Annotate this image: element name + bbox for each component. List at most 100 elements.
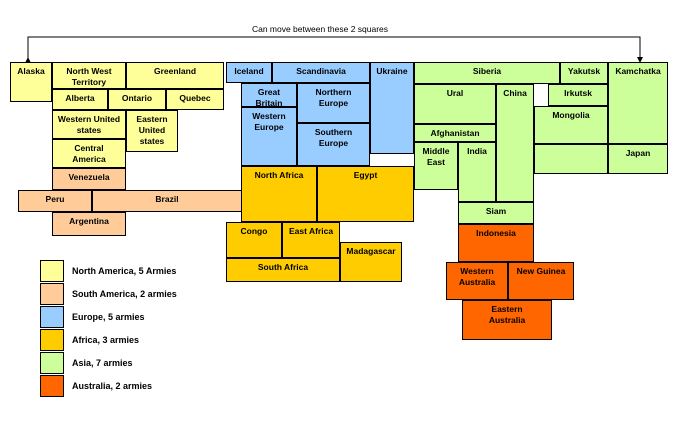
territory-irkutsk[interactable]: Irkutsk (548, 84, 608, 106)
legend-item: Australia, 2 armies (40, 375, 280, 397)
legend-item: South America, 2 armies (40, 283, 280, 305)
territory-venezuela[interactable]: Venezuela (52, 168, 126, 190)
territory-label: India (467, 146, 487, 156)
territory-brazil[interactable]: Brazil (92, 190, 242, 212)
territory-indonesia[interactable]: Indonesia (458, 224, 534, 262)
legend-label: Australia, 2 armies (72, 381, 153, 391)
territory-ontario[interactable]: Ontario (108, 89, 166, 110)
wrap-note: Can move between these 2 squares (251, 24, 389, 34)
territory-eastern-united-states[interactable]: Eastern United states (126, 110, 178, 152)
legend-swatch (40, 283, 64, 305)
territory-south-africa[interactable]: South Africa (226, 258, 340, 282)
legend-swatch (40, 352, 64, 374)
territory-label: Congo (240, 226, 268, 236)
legend-swatch (40, 375, 64, 397)
territory-label: Yakutsk (567, 66, 601, 76)
territory-iceland[interactable]: Iceland (226, 62, 272, 83)
territory-label: Japan (625, 148, 651, 158)
territory-label: Irkutsk (564, 88, 592, 98)
territory-label: Alberta (65, 93, 95, 103)
territory-label: Venezuela (68, 172, 110, 182)
territory-label: Northern Europe (315, 87, 352, 108)
territory-northwest-territory[interactable]: North West Territory (52, 62, 126, 89)
territory-middle-east[interactable]: Middle East (414, 142, 458, 190)
territory-mongolia-east (534, 144, 608, 174)
territory-label: Middle East (422, 146, 450, 167)
territory-label: Siam (485, 206, 507, 216)
legend-label: North America, 5 Armies (72, 266, 177, 276)
wrap-arrow (25, 36, 643, 63)
territory-east-africa[interactable]: East Africa (282, 222, 340, 258)
legend-item: North America, 5 Armies (40, 260, 280, 282)
territory-label: Ontario (121, 93, 153, 103)
territory-peru[interactable]: Peru (18, 190, 92, 212)
territory-label: Iceland (234, 66, 264, 76)
territory-china[interactable]: China (496, 84, 534, 202)
territory-egypt[interactable]: Egypt (317, 166, 414, 222)
territory-label: Mongolia (552, 110, 590, 120)
territory-great-britain[interactable]: Great Britain (241, 83, 297, 108)
territory-quebec[interactable]: Quebec (166, 89, 224, 110)
territory-greenland[interactable]: Greenland (126, 62, 224, 89)
legend-item: Asia, 7 armies (40, 352, 280, 374)
territory-label: Ukraine (376, 66, 408, 76)
territory-southern-europe[interactable]: Southern Europe (297, 123, 370, 166)
territory-label: Eastern Australia (488, 304, 526, 325)
legend-swatch (40, 260, 64, 282)
territory-label: Western Europe (252, 111, 286, 132)
legend-label: South America, 2 armies (72, 289, 177, 299)
territory-northern-europe[interactable]: Northern Europe (297, 83, 370, 123)
legend-swatch (40, 306, 64, 328)
territory-japan[interactable]: Japan (608, 144, 668, 174)
territory-yakutsk[interactable]: Yakutsk (560, 62, 608, 84)
territory-kamchatka[interactable]: Kamchatka (608, 62, 668, 144)
territory-ukraine[interactable]: Ukraine (370, 62, 414, 154)
territory-label: Ural (446, 88, 464, 98)
territory-label: Quebec (179, 93, 211, 103)
territory-argentina[interactable]: Argentina (52, 212, 126, 236)
territory-new-guinea[interactable]: New Guinea (508, 262, 574, 300)
legend-item: Europe, 5 armies (40, 306, 280, 328)
territory-label: Western Australia (458, 266, 496, 287)
territory-afghanistan[interactable]: Afghanistan (414, 124, 496, 142)
territory-label: Afghanistan (430, 128, 480, 138)
territory-western-australia[interactable]: Western Australia (446, 262, 508, 300)
territory-label: Egypt (353, 170, 378, 180)
territory-label: Eastern United states (136, 114, 168, 146)
territory-label: Argentina (69, 216, 109, 226)
territory-label: China (503, 88, 527, 98)
legend-item: Africa, 3 armies (40, 329, 280, 351)
territory-label: Alaska (17, 66, 45, 76)
territory-madagascar[interactable]: Madagascar (340, 242, 402, 282)
territory-label: Brazil (155, 194, 179, 204)
territory-central-america[interactable]: Central America (52, 139, 126, 168)
territory-label: Scandinavia (296, 66, 346, 76)
territory-label: Indonesia (476, 228, 516, 238)
territory-label: New Guinea (516, 266, 566, 276)
territory-label: Peru (45, 194, 65, 204)
territory-label: Southern Europe (314, 127, 353, 148)
territory-ural[interactable]: Ural (414, 84, 496, 124)
territory-western-united-states[interactable]: Western United states (52, 110, 126, 139)
territory-siberia[interactable]: Siberia (414, 62, 560, 84)
territory-north-africa[interactable]: North Africa (241, 166, 317, 222)
territory-eastern-australia[interactable]: Eastern Australia (462, 300, 552, 340)
territory-label: Great Britain (255, 87, 283, 108)
territory-india[interactable]: India (458, 142, 496, 202)
territory-label: East Africa (288, 226, 334, 236)
territory-alberta[interactable]: Alberta (52, 89, 108, 110)
territory-label: South Africa (257, 262, 309, 272)
territory-scandinavia[interactable]: Scandinavia (272, 62, 370, 83)
territory-label: North Africa (254, 170, 304, 180)
territory-congo[interactable]: Congo (226, 222, 282, 258)
legend-label: Europe, 5 armies (72, 312, 145, 322)
territory-alaska[interactable]: Alaska (10, 62, 52, 102)
territory-label: Central America (72, 143, 106, 164)
territory-western-europe[interactable]: Western Europe (241, 107, 297, 166)
territory-label: Madagascar (346, 246, 396, 256)
territory-label: Kamchatka (615, 66, 661, 76)
territory-label: Western United states (57, 114, 121, 135)
territory-mongolia[interactable]: Mongolia (534, 106, 608, 144)
territory-siam[interactable]: Siam (458, 202, 534, 224)
